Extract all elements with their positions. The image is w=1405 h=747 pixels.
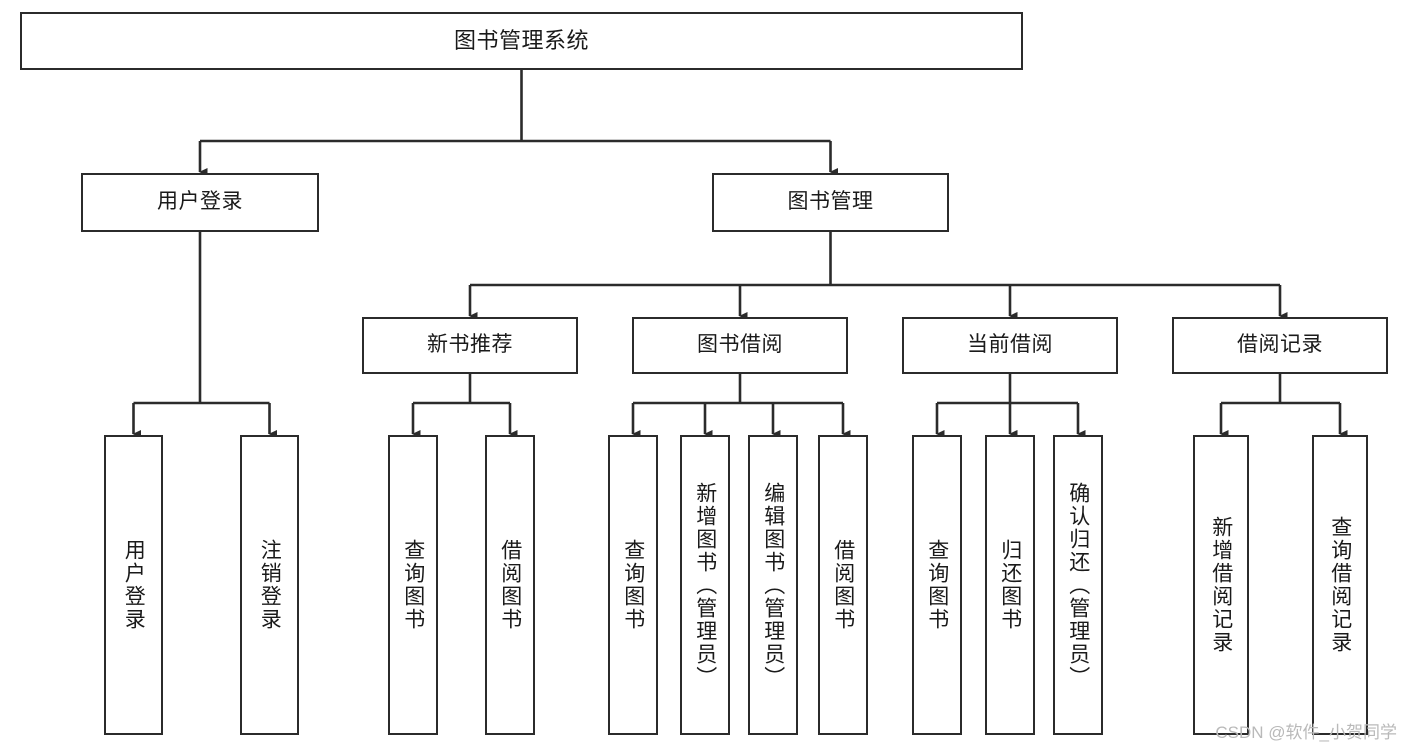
node-leaf-query-book-1[interactable]: 查询图书 [388, 435, 438, 735]
node-leaf-add-book-label: 新增图书（管理员） [693, 481, 717, 689]
node-borrow-record[interactable]: 借阅记录 [1172, 317, 1388, 374]
node-leaf-user-login[interactable]: 用户登录 [104, 435, 163, 735]
node-leaf-query-record-label: 查询借阅记录 [1328, 516, 1352, 654]
node-book-borrow[interactable]: 图书借阅 [632, 317, 848, 374]
node-leaf-borrow-book-1-label: 借阅图书 [498, 539, 522, 631]
node-book-manage[interactable]: 图书管理 [712, 173, 949, 232]
node-current-borrow-label: 当前借阅 [967, 333, 1053, 357]
node-leaf-add-record-label: 新增借阅记录 [1209, 516, 1233, 654]
node-leaf-borrow-book-2-label: 借阅图书 [831, 539, 855, 631]
node-leaf-query-book-3[interactable]: 查询图书 [912, 435, 962, 735]
node-leaf-confirm-return-label: 确认归还（管理员） [1066, 481, 1090, 689]
node-new-book-recommend-label: 新书推荐 [427, 333, 513, 357]
node-leaf-add-record[interactable]: 新增借阅记录 [1193, 435, 1249, 735]
node-leaf-return-book[interactable]: 归还图书 [985, 435, 1035, 735]
node-book-borrow-label: 图书借阅 [697, 333, 783, 357]
node-user-login-label: 用户登录 [157, 190, 243, 214]
node-user-login[interactable]: 用户登录 [81, 173, 319, 232]
node-root[interactable]: 图书管理系统 [20, 12, 1023, 70]
node-current-borrow[interactable]: 当前借阅 [902, 317, 1118, 374]
node-leaf-query-book-2-label: 查询图书 [621, 539, 645, 631]
node-root-label: 图书管理系统 [453, 28, 589, 54]
node-leaf-add-book[interactable]: 新增图书（管理员） [680, 435, 730, 735]
node-leaf-borrow-book-1[interactable]: 借阅图书 [485, 435, 535, 735]
node-leaf-edit-book[interactable]: 编辑图书（管理员） [748, 435, 798, 735]
node-leaf-logout-label: 注销登录 [258, 539, 282, 631]
node-leaf-edit-book-label: 编辑图书（管理员） [761, 481, 785, 689]
node-leaf-borrow-book-2[interactable]: 借阅图书 [818, 435, 868, 735]
node-leaf-query-book-3-label: 查询图书 [925, 539, 949, 631]
node-leaf-query-record[interactable]: 查询借阅记录 [1312, 435, 1368, 735]
node-borrow-record-label: 借阅记录 [1237, 333, 1323, 357]
node-new-book-recommend[interactable]: 新书推荐 [362, 317, 578, 374]
node-leaf-return-book-label: 归还图书 [998, 539, 1022, 631]
node-book-manage-label: 图书管理 [787, 190, 874, 214]
node-leaf-confirm-return[interactable]: 确认归还（管理员） [1053, 435, 1103, 735]
node-leaf-logout[interactable]: 注销登录 [240, 435, 299, 735]
node-leaf-user-login-label: 用户登录 [122, 539, 146, 631]
watermark: CSDN @软件_小贺同学 [1215, 723, 1397, 742]
node-leaf-query-book-1-label: 查询图书 [401, 539, 425, 631]
node-leaf-query-book-2[interactable]: 查询图书 [608, 435, 658, 735]
